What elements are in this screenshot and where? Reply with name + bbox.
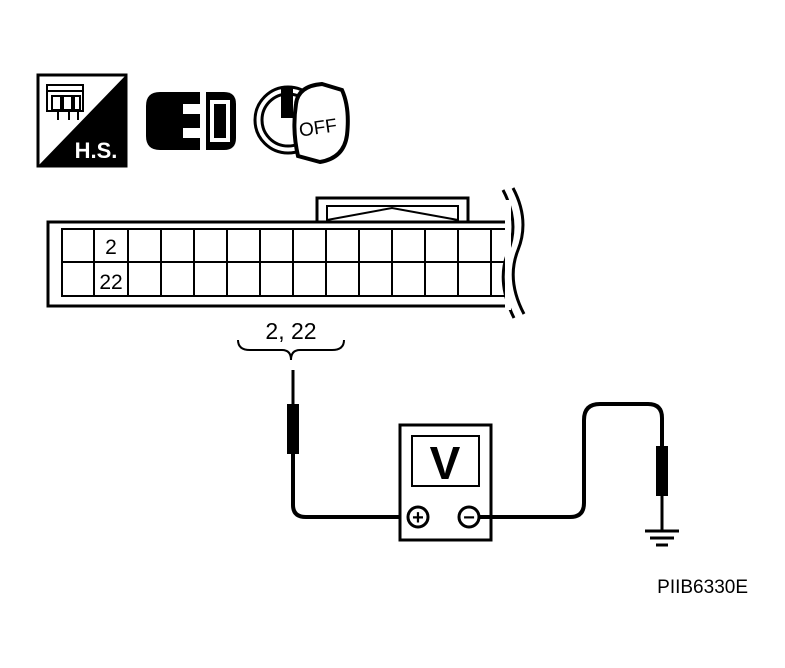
figure-id: PIIB6330E xyxy=(657,577,748,598)
probe-brace xyxy=(237,339,345,361)
positive-lead-wire xyxy=(291,490,408,519)
voltmeter: V + − xyxy=(398,423,493,542)
positive-probe xyxy=(287,370,299,490)
connector-disconnect-icon xyxy=(146,92,236,150)
negative-terminal-symbol: − xyxy=(463,507,475,529)
ground-probe xyxy=(656,446,668,530)
pin-2-label: 2 xyxy=(105,236,117,259)
positive-terminal: + xyxy=(406,505,430,529)
pin-22-label: 22 xyxy=(99,271,122,294)
ground-symbol xyxy=(645,529,679,547)
negative-lead-wire xyxy=(479,402,664,519)
positive-terminal-symbol: + xyxy=(412,507,424,529)
negative-terminal: − xyxy=(457,505,481,529)
connector-body: 2 22 xyxy=(46,187,526,319)
voltmeter-symbol: V xyxy=(430,437,461,489)
ignition-off-label: OFF xyxy=(298,115,339,141)
ignition-off-icon: OFF xyxy=(253,81,350,165)
probe-terminals-label: 2, 22 xyxy=(265,318,316,344)
harness-badge-label: H.S. xyxy=(75,138,118,163)
harness-connector-icon: H.S. xyxy=(36,73,128,168)
